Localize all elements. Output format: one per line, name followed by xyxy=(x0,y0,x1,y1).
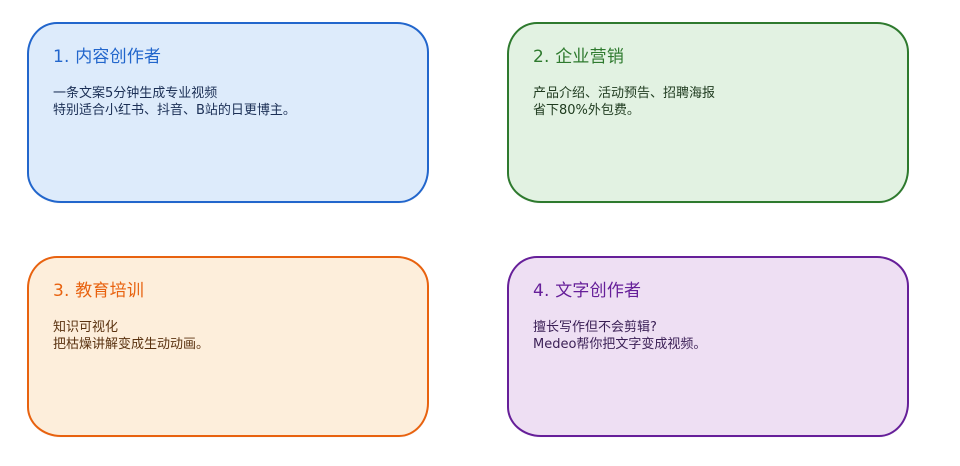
card-description-line: 把枯燥讲解变成生动动画。 xyxy=(53,337,210,352)
card-description-line: 产品介绍、活动预告、招聘海报 xyxy=(533,86,716,101)
card-description-line: 知识可视化 xyxy=(53,320,119,335)
card-description-line: 擅长写作但不会剪辑? xyxy=(533,320,657,335)
card-description-line: Medeo帮你把文字变成视频。 xyxy=(533,337,707,352)
card-text-creators: 4. 文字创作者 擅长写作但不会剪辑? Medeo帮你把文字变成视频。 xyxy=(507,256,909,437)
card-title: 1. 内容创作者 xyxy=(53,47,162,67)
card-description: 知识可视化 把枯燥讲解变成生动动画。 xyxy=(53,319,403,353)
card-description-line: 一条文案5分钟生成专业视频 xyxy=(53,86,218,101)
card-content-creators: 1. 内容创作者 一条文案5分钟生成专业视频 特别适合小红书、抖音、B站的日更博… xyxy=(27,22,429,203)
card-title: 2. 企业营销 xyxy=(533,47,625,67)
card-title: 4. 文字创作者 xyxy=(533,281,642,301)
card-education-training: 3. 教育培训 知识可视化 把枯燥讲解变成生动动画。 xyxy=(27,256,429,437)
card-enterprise-marketing: 2. 企业营销 产品介绍、活动预告、招聘海报 省下80%外包费。 xyxy=(507,22,909,203)
card-description: 产品介绍、活动预告、招聘海报 省下80%外包费。 xyxy=(533,85,883,119)
card-title: 3. 教育培训 xyxy=(53,281,145,301)
card-description: 一条文案5分钟生成专业视频 特别适合小红书、抖音、B站的日更博主。 xyxy=(53,85,403,119)
card-description-line: 特别适合小红书、抖音、B站的日更博主。 xyxy=(53,103,296,118)
card-description: 擅长写作但不会剪辑? Medeo帮你把文字变成视频。 xyxy=(533,319,883,353)
card-description-line: 省下80%外包费。 xyxy=(533,103,640,118)
